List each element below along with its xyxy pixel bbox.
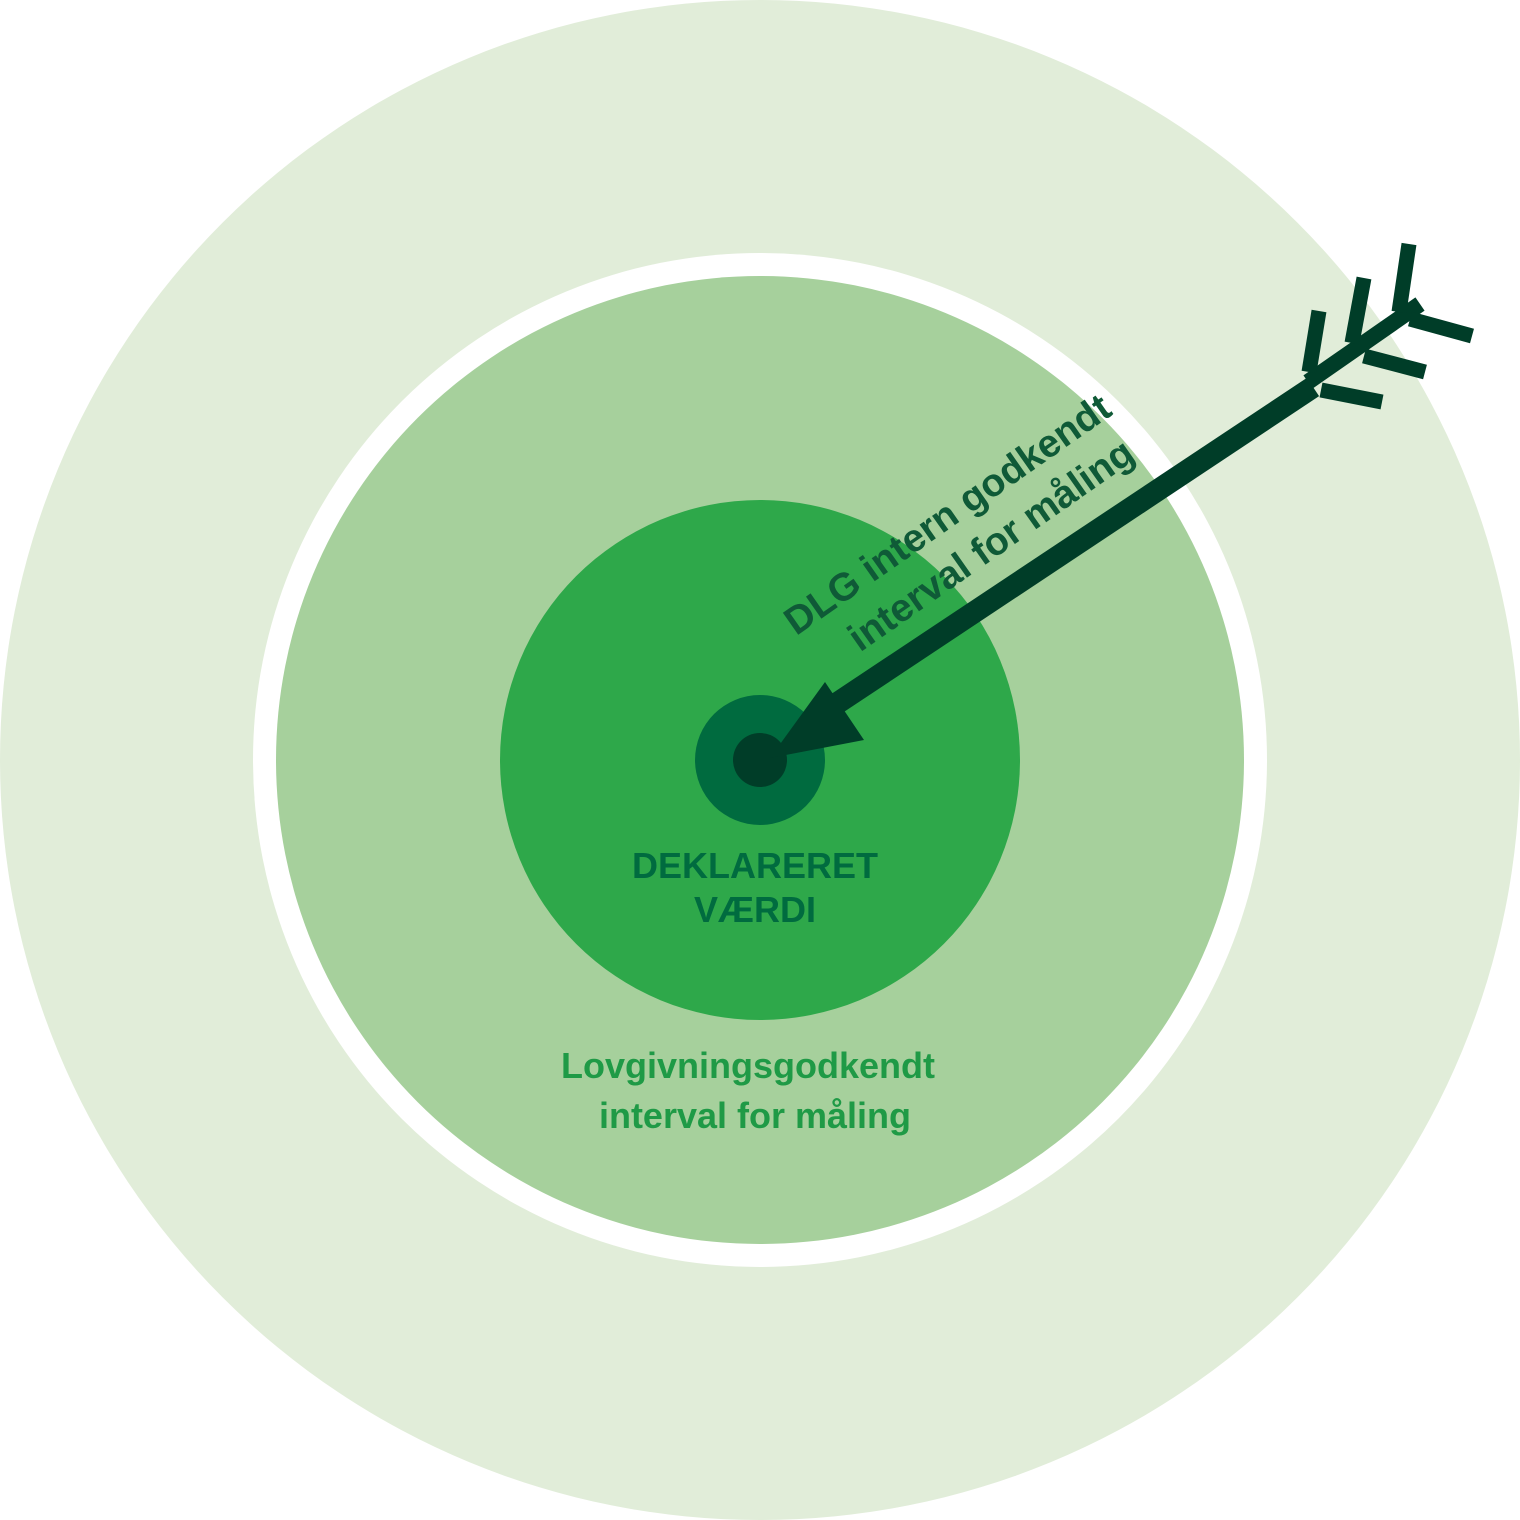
legal-interval-label-line1: Lovgivningsgodkendt (561, 1045, 935, 1086)
arrow-shaft (823, 377, 1320, 718)
arrow-head (770, 682, 864, 758)
bullseye-dot (733, 733, 787, 787)
arrow-fletching (1301, 242, 1474, 410)
declared-value-label-line1: DEKLARERET (632, 845, 878, 886)
legal-interval-label-line2: interval for måling (599, 1095, 911, 1136)
arrow-spine (1303, 297, 1425, 389)
arrow-icon (770, 242, 1474, 758)
declared-value-label-line2: VÆRDI (694, 889, 816, 930)
